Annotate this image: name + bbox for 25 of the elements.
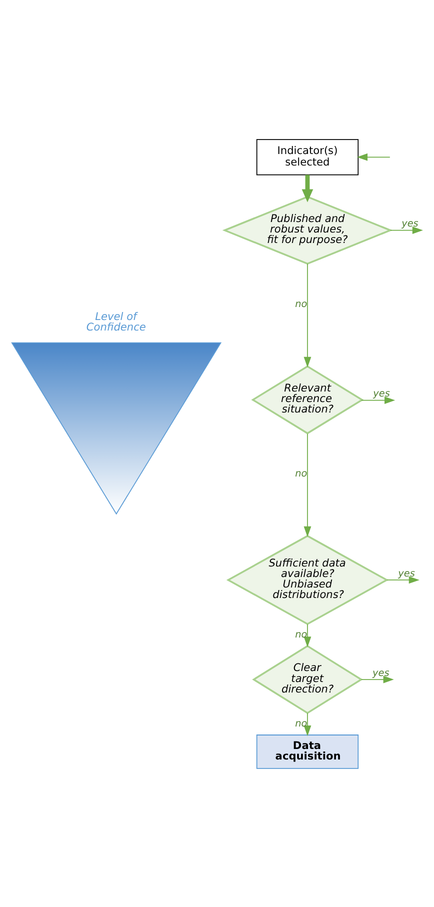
node-diamond: Sufficient data available? Unbiased distributions? [226, 534, 389, 625]
node-diamond: Clear target direction? [252, 644, 363, 714]
edge-label: yes [402, 218, 418, 230]
edge-label: yes [373, 388, 390, 400]
edge-label: yes [372, 667, 390, 678]
node-box: Data acquisition [256, 734, 359, 768]
arrow [386, 576, 420, 584]
node-label: Level of Confidence [86, 310, 146, 334]
node-diamond: Relevant reference situation? [251, 364, 364, 434]
arrow [302, 174, 314, 202]
edge-label: no [295, 718, 308, 729]
edge-label: no [295, 298, 308, 310]
arrow [390, 226, 423, 234]
arrow [356, 152, 390, 160]
edge-label: no [295, 628, 308, 640]
arrow [304, 623, 312, 647]
edge-label: yes [398, 568, 415, 579]
arrow [360, 396, 396, 404]
node-diamond: Published and robust values, fit for purpose? [222, 195, 393, 264]
arrow [304, 432, 312, 536]
edge-label: no [295, 468, 308, 480]
arrow [304, 262, 312, 367]
node-box: Indicator(s) selected [256, 138, 359, 175]
arrow [304, 712, 312, 736]
arrow [360, 675, 394, 683]
